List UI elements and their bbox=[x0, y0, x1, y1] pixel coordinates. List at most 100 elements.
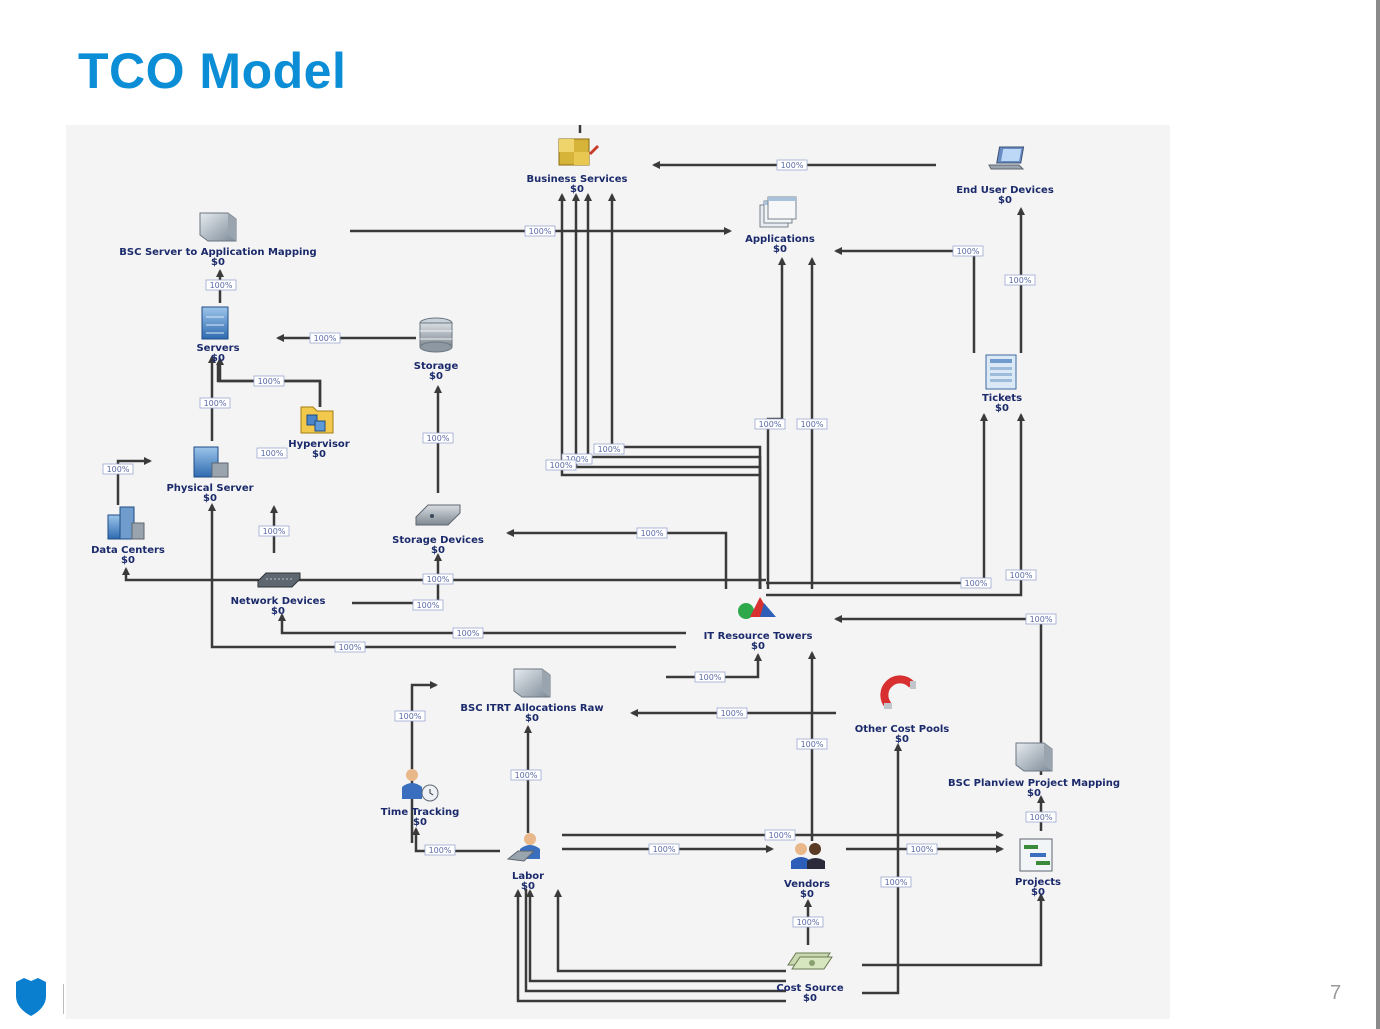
edge-percent-text: 100% bbox=[797, 918, 820, 927]
node-data-centers[interactable]: Data Centers $0 bbox=[91, 506, 165, 566]
node-applications[interactable]: Applications $0 bbox=[745, 196, 815, 255]
node-label: BSC Planview Project Mapping bbox=[948, 778, 1120, 789]
edge-percent-text: 100% bbox=[699, 673, 722, 682]
node-value: $0 bbox=[413, 817, 427, 828]
node-value: $0 bbox=[773, 244, 787, 255]
node-value: $0 bbox=[800, 889, 814, 900]
node-label: BSC ITRT Allocations Raw bbox=[460, 703, 603, 714]
edge-percent-text: 100% bbox=[781, 161, 804, 170]
edge-percent-text: 100% bbox=[957, 247, 980, 256]
edge-percent-label: 100% bbox=[334, 641, 366, 653]
node-labor[interactable]: Labor $0 bbox=[506, 833, 544, 892]
edge bbox=[208, 503, 676, 649]
cube-icon bbox=[1015, 742, 1053, 772]
edge-percent-text: 100% bbox=[427, 434, 450, 443]
server-icon bbox=[201, 306, 229, 340]
node-value: $0 bbox=[803, 993, 817, 1004]
node-business-services[interactable]: Business Services $0 bbox=[527, 138, 628, 195]
edge-percent-label: 100% bbox=[102, 463, 134, 475]
edge bbox=[412, 827, 500, 853]
node-label: BSC Server to Application Mapping bbox=[119, 247, 316, 258]
node-label: Storage bbox=[414, 361, 459, 372]
node-other-cost-pools[interactable]: Other Cost Pools $0 bbox=[855, 675, 950, 745]
node-value: $0 bbox=[998, 195, 1012, 206]
node-label: Tickets bbox=[982, 393, 1022, 404]
buildings-icon bbox=[107, 506, 145, 540]
edge bbox=[862, 743, 902, 995]
edge-percent-text: 100% bbox=[457, 629, 480, 638]
node-storage[interactable]: Storage $0 bbox=[414, 317, 459, 382]
edge bbox=[514, 889, 786, 1003]
node-projects[interactable]: Projects $0 bbox=[1015, 838, 1061, 898]
edge-percent-text: 100% bbox=[801, 420, 824, 429]
node-cost-source[interactable]: Cost Source $0 bbox=[776, 952, 844, 1004]
node-storage-devices[interactable]: Storage Devices $0 bbox=[392, 504, 484, 556]
node-vendors[interactable]: Vendors $0 bbox=[784, 843, 830, 900]
edge bbox=[766, 413, 1025, 597]
database-icon bbox=[419, 317, 453, 353]
edge-percent-text: 100% bbox=[550, 461, 573, 470]
edge-percent-label: 100% bbox=[256, 447, 288, 459]
node-label: Projects bbox=[1015, 877, 1061, 888]
node-it-resource-towers[interactable]: IT Resource Towers $0 bbox=[704, 597, 813, 652]
edge-percent-text: 100% bbox=[314, 334, 337, 343]
edge-percent-text: 100% bbox=[769, 831, 792, 840]
node-physical-server[interactable]: Physical Server $0 bbox=[166, 446, 254, 504]
diagram-canvas bbox=[66, 125, 1170, 1019]
windows-stack-icon bbox=[759, 196, 797, 228]
edge-percent-text: 100% bbox=[529, 227, 552, 236]
edge-percent-label: 100% bbox=[1005, 569, 1037, 581]
edge bbox=[608, 193, 762, 589]
edge-percent-label: 100% bbox=[394, 710, 426, 722]
edge-percent-label: 100% bbox=[309, 332, 341, 344]
edge-percent-label: 100% bbox=[593, 443, 625, 455]
network-switch-icon bbox=[257, 572, 301, 588]
edge-percent-label: 100% bbox=[205, 279, 237, 291]
edge-percent-label: 100% bbox=[764, 829, 796, 841]
node-label: End User Devices bbox=[956, 185, 1054, 196]
node-bsc-server-to-application-mapping[interactable]: BSC Server to Application Mapping $0 bbox=[119, 212, 317, 268]
edge-percent-label: 100% bbox=[412, 599, 444, 611]
node-value: $0 bbox=[1027, 788, 1041, 799]
node-value: $0 bbox=[431, 545, 445, 556]
node-tickets[interactable]: Tickets $0 bbox=[982, 354, 1022, 414]
node-label: Physical Server bbox=[166, 483, 253, 494]
edge-percent-label: 100% bbox=[561, 453, 593, 465]
edge-percent-text: 100% bbox=[1010, 571, 1033, 580]
edge bbox=[554, 889, 786, 973]
node-value: $0 bbox=[751, 641, 765, 652]
node-time-tracking[interactable]: Time Tracking $0 bbox=[381, 769, 460, 828]
node-end-user-devices[interactable]: End User Devices $0 bbox=[956, 146, 1054, 206]
node-servers[interactable]: Servers $0 bbox=[196, 306, 240, 364]
person-clock-icon bbox=[402, 769, 439, 802]
edge-percent-text: 100% bbox=[399, 712, 422, 721]
node-value: $0 bbox=[211, 257, 225, 268]
edge bbox=[584, 193, 762, 589]
edge bbox=[862, 893, 1045, 967]
blue-shield-logo-icon bbox=[14, 978, 48, 1021]
edge bbox=[122, 567, 766, 582]
edge bbox=[116, 457, 152, 505]
edge-percent-label: 100% bbox=[636, 527, 668, 539]
node-bsc-itrt-allocations-raw[interactable]: BSC ITRT Allocations Raw $0 bbox=[460, 668, 604, 724]
node-label: Servers bbox=[196, 343, 239, 354]
edge-percent-text: 100% bbox=[965, 579, 988, 588]
node-label: Cost Source bbox=[776, 983, 843, 994]
edge-percent-label: 100% bbox=[952, 245, 984, 257]
cube-icon bbox=[199, 212, 237, 242]
edge-percent-text: 100% bbox=[261, 449, 284, 458]
node-bsc-planview-project-mapping[interactable]: BSC Planview Project Mapping $0 bbox=[948, 742, 1120, 799]
magnet-icon bbox=[880, 675, 916, 709]
edge-percent-text: 100% bbox=[429, 846, 452, 855]
node-label: Time Tracking bbox=[381, 807, 460, 818]
edge-percent-text: 100% bbox=[911, 845, 934, 854]
edge-percent-text: 100% bbox=[107, 465, 130, 474]
edge-percent-label: 100% bbox=[545, 459, 577, 471]
node-network-devices[interactable]: Network Devices $0 bbox=[231, 572, 326, 617]
node-label: Network Devices bbox=[231, 596, 326, 607]
node-value: $0 bbox=[895, 734, 909, 745]
edge-percent-text: 100% bbox=[1030, 615, 1053, 624]
folder-cubes-icon bbox=[300, 406, 334, 434]
node-hypervisor[interactable]: Hypervisor $0 bbox=[288, 406, 350, 460]
edge bbox=[766, 413, 988, 585]
